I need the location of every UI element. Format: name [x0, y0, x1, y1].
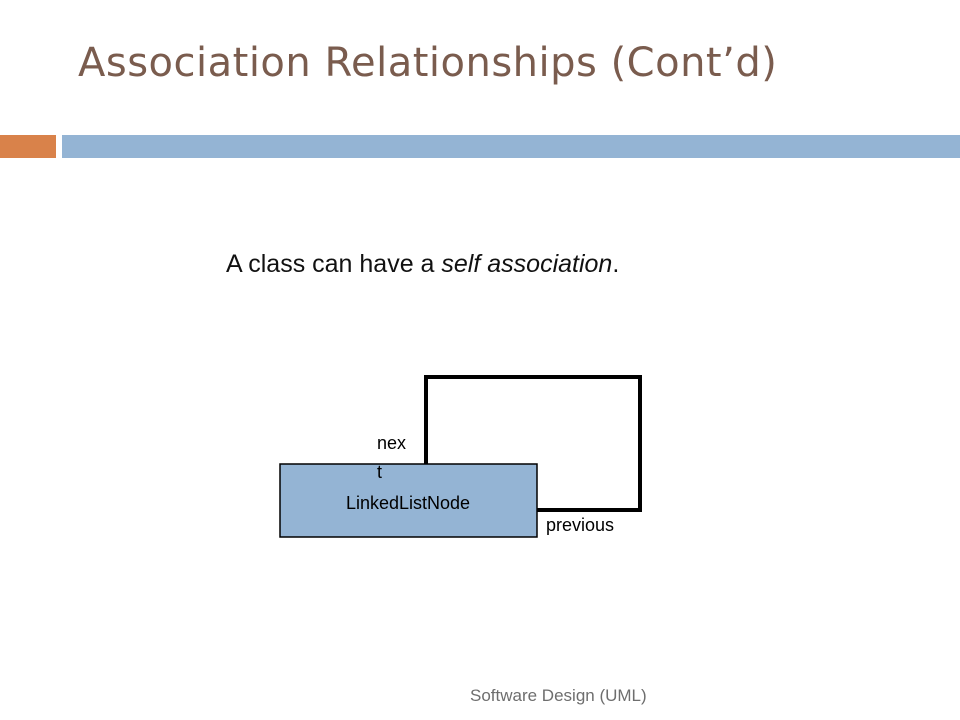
slide-title: Association Relationships (Cont’d) [78, 40, 778, 86]
slide-footer: Software Design (UML) [470, 686, 647, 705]
class-box [279, 463, 538, 538]
title-rule-accent [0, 135, 56, 158]
role-next-label-line1: nex [377, 433, 406, 453]
role-previous-label: previous [546, 515, 614, 535]
statement-prefix: A class can have a [226, 250, 442, 278]
class-name-label: LinkedListNode [346, 493, 470, 513]
statement-suffix: . [612, 250, 620, 278]
statement-emphasis: self association [441, 250, 613, 278]
title-rule-bar [62, 135, 960, 158]
slide-statement: A class can have a self association. [226, 250, 619, 279]
self-association-line [424, 375, 642, 512]
role-next-label-line2: t [377, 462, 382, 482]
